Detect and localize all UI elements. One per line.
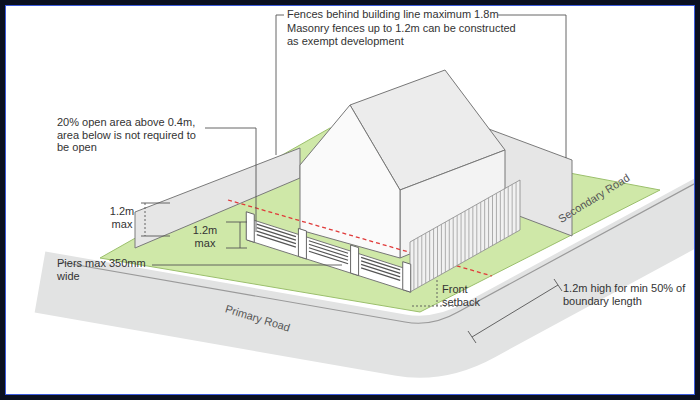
stroke <box>257 231 296 243</box>
stroke <box>496 193 497 243</box>
side-picket-fence <box>410 180 520 292</box>
stroke <box>361 268 400 280</box>
stroke <box>417 238 418 288</box>
stroke <box>421 235 422 285</box>
fence-slats <box>257 224 400 280</box>
stroke <box>449 220 450 270</box>
callout-label: Front setback <box>442 283 494 308</box>
stroke <box>445 222 446 272</box>
stroke <box>480 202 481 252</box>
stroke <box>492 196 493 246</box>
stroke <box>457 215 458 265</box>
pickets <box>414 182 516 290</box>
stroke <box>512 184 513 234</box>
callout-label: 1.2m high for min 50% of boundary length <box>563 282 687 307</box>
stroke <box>468 209 469 259</box>
pier <box>403 262 411 293</box>
stroke <box>484 200 485 250</box>
stroke <box>437 227 438 277</box>
back-fence-left <box>135 148 300 248</box>
stroke <box>425 233 426 283</box>
stroke <box>504 189 505 239</box>
stroke <box>472 207 473 257</box>
stroke <box>413 240 414 290</box>
leader-lines <box>141 15 566 343</box>
stroke <box>476 204 477 254</box>
stroke <box>309 241 348 253</box>
front-masonry-fence <box>247 218 410 292</box>
stroke <box>361 257 400 269</box>
stroke <box>488 198 489 248</box>
stroke <box>309 244 348 256</box>
stroke <box>429 231 430 281</box>
stroke <box>309 248 348 260</box>
pier <box>351 245 359 276</box>
stroke <box>309 251 348 263</box>
callout-label: Masonry fences up to 1.2m can be constru… <box>287 22 522 47</box>
stroke <box>257 228 296 240</box>
callout-label: 1.2m max <box>188 224 222 249</box>
stroke <box>361 261 400 273</box>
pier <box>298 228 306 259</box>
stroke <box>461 213 462 263</box>
stroke <box>453 218 454 268</box>
stroke <box>257 235 296 247</box>
stroke <box>433 229 434 279</box>
pier <box>246 212 254 243</box>
fence-piers <box>246 212 410 292</box>
callout-label: 20% open area above 0.4m, area below is … <box>57 116 202 154</box>
stroke <box>500 191 501 241</box>
callout-label: Fences behind building line maximum 1.8m <box>287 8 527 21</box>
stroke <box>257 224 296 236</box>
callout-label: Piers max 350mm wide <box>57 257 149 282</box>
stroke <box>465 211 466 261</box>
callout-label: 1.2m max <box>105 205 139 230</box>
frame: Fences behind building line maximum 1.8m… <box>5 5 695 395</box>
stroke <box>516 182 517 232</box>
stroke <box>508 187 509 237</box>
stroke <box>361 264 400 276</box>
stroke <box>441 224 442 274</box>
